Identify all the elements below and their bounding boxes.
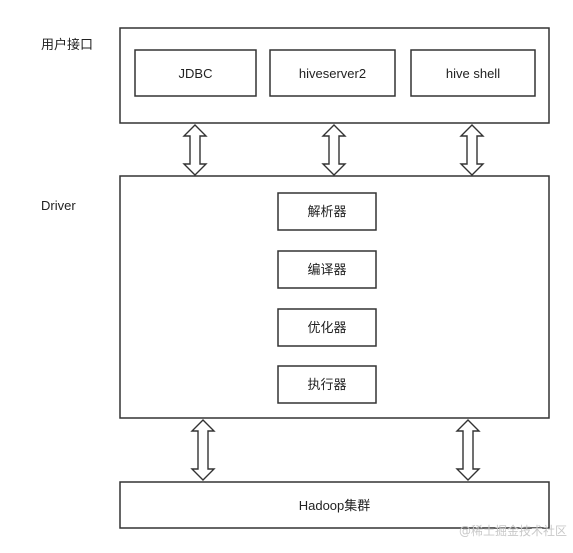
parser-label: 解析器 [307,204,346,219]
compiler-box [277,250,377,289]
compiler-label: 编译器 [307,262,346,277]
hadoop-cluster-box [119,481,550,529]
executor-label: 执行器 [307,377,346,392]
hiveserver2-label: hiveserver2 [299,66,366,81]
hiveserver2-box [269,49,396,97]
optimizer-box [277,308,377,347]
double-arrow-icon [459,124,485,176]
hive-shell-box [410,49,536,97]
jdbc-label: JDBC [179,66,213,81]
optimizer-label: 优化器 [307,320,346,335]
driver-label: Driver [41,198,76,213]
double-arrow-icon [455,419,481,481]
jdbc-box [134,49,257,97]
double-arrow-icon [182,124,208,176]
user-interface-label: 用户接口 [41,37,93,52]
parser-box [277,192,377,231]
watermark-text: @稀土掘金技术社区 [459,523,567,538]
executor-box [277,365,377,404]
hadoop-cluster-label: Hadoop集群 [299,498,371,513]
double-arrow-icon [321,124,347,176]
hive-shell-label: hive shell [446,66,500,81]
double-arrow-icon [190,419,216,481]
